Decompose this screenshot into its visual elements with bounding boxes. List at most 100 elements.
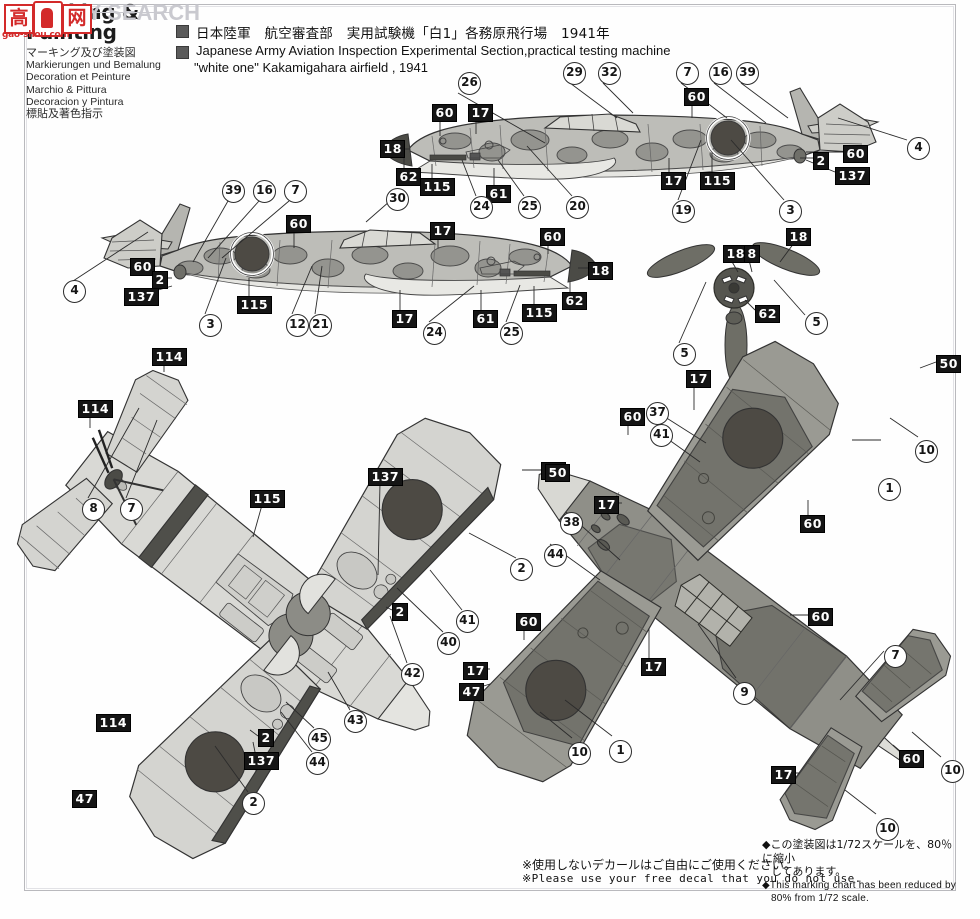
callout-4: 4 xyxy=(907,137,930,160)
callout-40: 40 xyxy=(437,632,460,655)
callout-7: 7 xyxy=(676,62,699,85)
header-lang-zh: 標貼及著色指示 xyxy=(26,108,103,121)
callout-2: 2 xyxy=(392,603,409,621)
callout-17: 17 xyxy=(641,658,667,676)
callout-60: 60 xyxy=(843,145,869,163)
callout-44: 44 xyxy=(544,544,567,567)
callout-7: 7 xyxy=(120,498,143,521)
callout-62: 62 xyxy=(562,292,588,310)
callout-10: 10 xyxy=(568,742,591,765)
callout-114: 114 xyxy=(152,348,187,366)
callout-137: 137 xyxy=(244,752,279,770)
callout-2: 2 xyxy=(813,152,830,170)
callout-2: 2 xyxy=(242,792,265,815)
callout-60: 60 xyxy=(286,215,312,233)
callout-39: 39 xyxy=(736,62,759,85)
callout-3: 3 xyxy=(199,314,222,337)
callout-25: 25 xyxy=(518,196,541,219)
callout-24: 24 xyxy=(470,196,493,219)
scale-note-english-1: ◆This marking chart has been reduced by xyxy=(762,879,956,891)
callout-8: 8 xyxy=(744,245,761,263)
propeller-detail xyxy=(646,242,821,386)
callout-60: 60 xyxy=(684,88,710,106)
header-lang-ja: マーキング及び塗装図 xyxy=(26,47,136,59)
callout-9: 9 xyxy=(733,682,756,705)
callout-115: 115 xyxy=(420,178,455,196)
side-view-right-facing xyxy=(382,87,880,180)
callout-16: 16 xyxy=(253,180,276,203)
side-view-left-facing xyxy=(100,203,598,296)
callout-39: 39 xyxy=(222,180,245,203)
caption-row-ja: 日本陸軍 航空審査部 実用試験機「白1」各務原飛行場 1941年 xyxy=(176,22,736,42)
callout-7: 7 xyxy=(284,180,307,203)
callout-19: 19 xyxy=(672,200,695,223)
callout-2: 2 xyxy=(258,729,275,747)
callout-5: 5 xyxy=(673,343,696,366)
header-lang-it: Marchio & Pittura xyxy=(26,83,107,96)
scale-note: ◆この塗装図は1/72スケールを、80％に縮小 してあります。 ◆This ma… xyxy=(762,838,962,906)
callout-60: 60 xyxy=(516,613,542,631)
callout-42: 42 xyxy=(401,663,424,686)
callout-115: 115 xyxy=(700,172,735,190)
callout-137: 137 xyxy=(835,167,870,185)
callout-17: 17 xyxy=(463,662,489,680)
callout-114: 114 xyxy=(96,714,131,732)
callout-1: 1 xyxy=(878,478,901,501)
caption-row-en: Japanese Army Aviation Inspection Experi… xyxy=(176,43,736,59)
plan-view-topside xyxy=(466,340,952,831)
header-lang-fr: Decoration et Peinture xyxy=(26,71,131,84)
callout-3: 3 xyxy=(779,200,802,223)
callout-137: 137 xyxy=(124,288,159,306)
callout-18: 18 xyxy=(380,140,406,158)
callout-29: 29 xyxy=(563,62,586,85)
page-border xyxy=(24,4,956,891)
header-lang-es: Decoracion y Pintura xyxy=(26,95,124,108)
callout-26: 26 xyxy=(458,72,481,95)
callout-62: 62 xyxy=(396,168,422,186)
callout-1: 1 xyxy=(609,740,632,763)
callout-62: 62 xyxy=(755,305,781,323)
scale-note-english-2: 80% from 1/72 scale. xyxy=(771,893,869,904)
callout-60: 60 xyxy=(899,750,925,768)
callout-17: 17 xyxy=(468,104,494,122)
callout-20: 20 xyxy=(566,196,589,219)
callout-37: 37 xyxy=(646,402,669,425)
caption-english-line2: "white one" Kakamigahara airfield , 1941 xyxy=(194,60,428,75)
callout-43: 43 xyxy=(344,710,367,733)
callout-44: 44 xyxy=(306,752,329,775)
callout-25: 25 xyxy=(500,322,523,345)
callout-115: 115 xyxy=(237,296,272,314)
callout-41: 41 xyxy=(456,610,479,633)
callout-41: 41 xyxy=(650,424,673,447)
callout-18: 18 xyxy=(588,262,614,280)
callout-12: 12 xyxy=(286,314,309,337)
scheme-caption: 日本陸軍 航空審査部 実用試験機「白1」各務原飛行場 1941年 Japanes… xyxy=(176,22,736,75)
callout-47: 47 xyxy=(72,790,98,808)
callout-38: 38 xyxy=(560,512,583,535)
callout-30: 30 xyxy=(386,188,409,211)
bullet-square-icon xyxy=(176,25,189,38)
callout-17: 17 xyxy=(430,222,456,240)
callout-17: 17 xyxy=(392,310,418,328)
callout-137: 137 xyxy=(368,468,403,486)
callout-115: 115 xyxy=(522,304,557,322)
scale-note-japanese-1: ◆この塗装図は1/72スケールを、80％に縮小 xyxy=(762,838,953,865)
callout-60: 60 xyxy=(800,515,826,533)
header-lang-de: Markierungen und Bemalung xyxy=(26,59,161,72)
callout-45: 45 xyxy=(308,728,331,751)
callout-2: 2 xyxy=(510,558,533,581)
callout-10: 10 xyxy=(941,760,964,783)
callout-61: 61 xyxy=(473,310,499,328)
callout-4: 4 xyxy=(63,280,86,303)
callout-8: 8 xyxy=(82,498,105,521)
callout-17: 17 xyxy=(594,496,620,514)
decal-note-english: ※Please use your free decal that you do … xyxy=(522,872,862,885)
callout-60: 60 xyxy=(432,104,458,122)
decal-note-japanese: ※使用しないデカールはご自由にご使用ください。 xyxy=(522,858,796,872)
callout-5: 5 xyxy=(805,312,828,335)
callout-17: 17 xyxy=(771,766,797,784)
scale-note-japanese-2: してあります。 xyxy=(771,865,847,878)
caption-english-line1: Japanese Army Aviation Inspection Experi… xyxy=(196,43,671,58)
callout-47: 47 xyxy=(459,683,485,701)
